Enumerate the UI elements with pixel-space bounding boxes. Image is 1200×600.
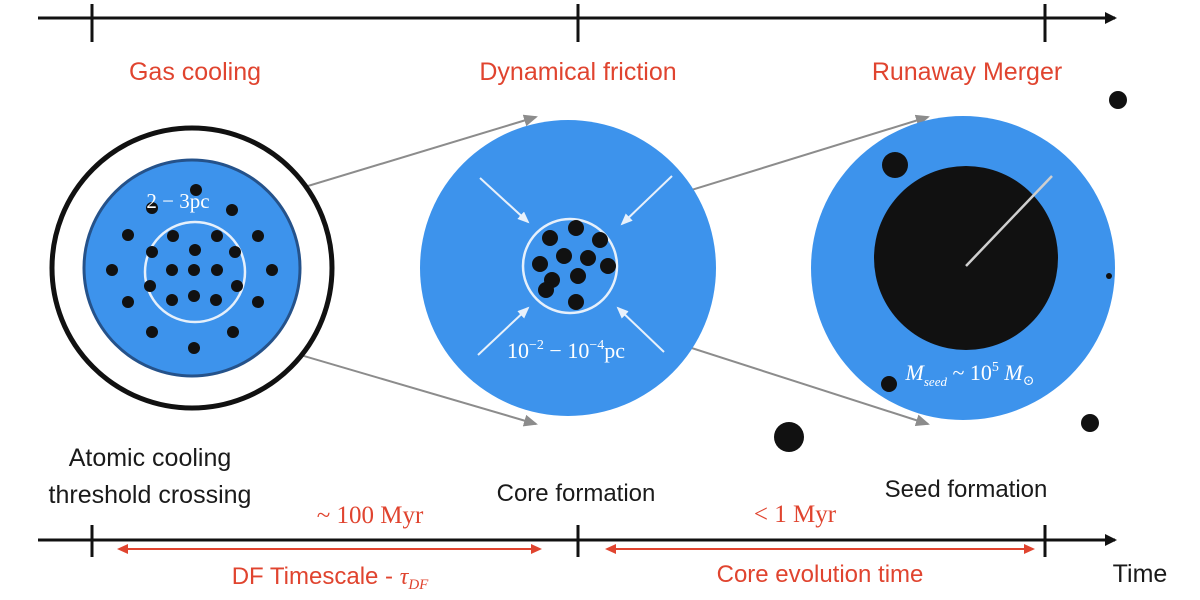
inflow-arrow [477, 306, 530, 356]
star-dot [600, 258, 616, 274]
inner-region-ring [143, 220, 247, 324]
star-dot [188, 290, 200, 302]
star-dot [568, 294, 584, 310]
star-dot [146, 202, 158, 214]
star-dot [570, 268, 586, 284]
star-dot [211, 264, 223, 276]
star-dot [882, 152, 908, 178]
core-stars [532, 220, 616, 310]
star-dot [106, 264, 118, 276]
star-dot [1081, 414, 1099, 432]
inflow-arrow [620, 175, 673, 226]
star-dot [166, 264, 178, 276]
star-dot [556, 248, 572, 264]
stage-label-gas-cooling: Gas cooling [129, 58, 261, 86]
df-duration-label: ~ 100 Myr [317, 502, 424, 529]
star-dot [167, 230, 179, 242]
star-clusters [106, 184, 278, 354]
star-dot [252, 230, 264, 242]
event-label-threshold-line1: Atomic cooling [69, 444, 232, 472]
star-dot [144, 280, 156, 292]
star-dot [1109, 91, 1127, 109]
star-dot [146, 246, 158, 258]
cloud-disk [420, 120, 716, 416]
runaway-merger-cloud: Mseed ~ 105 M⊙ [811, 116, 1115, 420]
star-dot [210, 294, 222, 306]
star-dot [568, 220, 584, 236]
star-dot [166, 294, 178, 306]
inflow-arrow [479, 177, 530, 224]
star-dot [189, 244, 201, 256]
event-label-threshold-line2: threshold crossing [49, 481, 252, 509]
star-dot [229, 246, 241, 258]
core-ring [521, 217, 619, 315]
star-dot [211, 230, 223, 242]
event-label-core-formation: Core formation [497, 480, 656, 507]
star-dot [231, 280, 243, 292]
star-dot [592, 232, 608, 248]
star-dot [190, 184, 202, 196]
star-dot [881, 376, 897, 392]
inflow-arrow [616, 306, 665, 353]
cloud-size-label: 2 − 3pc [146, 189, 209, 213]
core-size-label: 10−2 − 10−4pc [507, 338, 625, 363]
field-stars [774, 91, 1127, 452]
star-dot [580, 250, 596, 266]
merger-streak [965, 175, 1053, 267]
star-dot [1106, 273, 1112, 279]
dynamical-friction-cloud: 10−2 − 10−4pc [420, 120, 716, 416]
star-dot [188, 342, 200, 354]
event-label-seed-formation: Seed formation [885, 476, 1048, 503]
seed-mass-label: Mseed ~ 105 M⊙ [905, 360, 1035, 389]
core-evolution-label: Core evolution time [717, 561, 924, 588]
bottom-time-axis [38, 525, 1117, 557]
star-dot [252, 296, 264, 308]
star-dot [188, 264, 200, 276]
star-dot [542, 230, 558, 246]
time-axis-label: Time [1113, 560, 1168, 588]
star-dot [266, 264, 278, 276]
df-timescale-label: DF Timescale - τDF [232, 563, 429, 593]
inflow-arrows [477, 175, 673, 356]
star-dot [122, 229, 134, 241]
star-dot [122, 296, 134, 308]
star-dot [226, 204, 238, 216]
seed-black-hole [874, 166, 1058, 350]
gas-cloud: 2 − 3pc [49, 125, 335, 411]
star-dot [146, 326, 158, 338]
star-dot [227, 326, 239, 338]
core-duration-label: < 1 Myr [754, 501, 837, 528]
stage-label-runaway-merger: Runaway Merger [872, 58, 1062, 86]
star-dot [774, 422, 804, 452]
star-dot [538, 282, 554, 298]
star-dot [532, 256, 548, 272]
top-time-axis [38, 4, 1117, 42]
stage-label-dynamical-friction: Dynamical friction [479, 58, 676, 86]
